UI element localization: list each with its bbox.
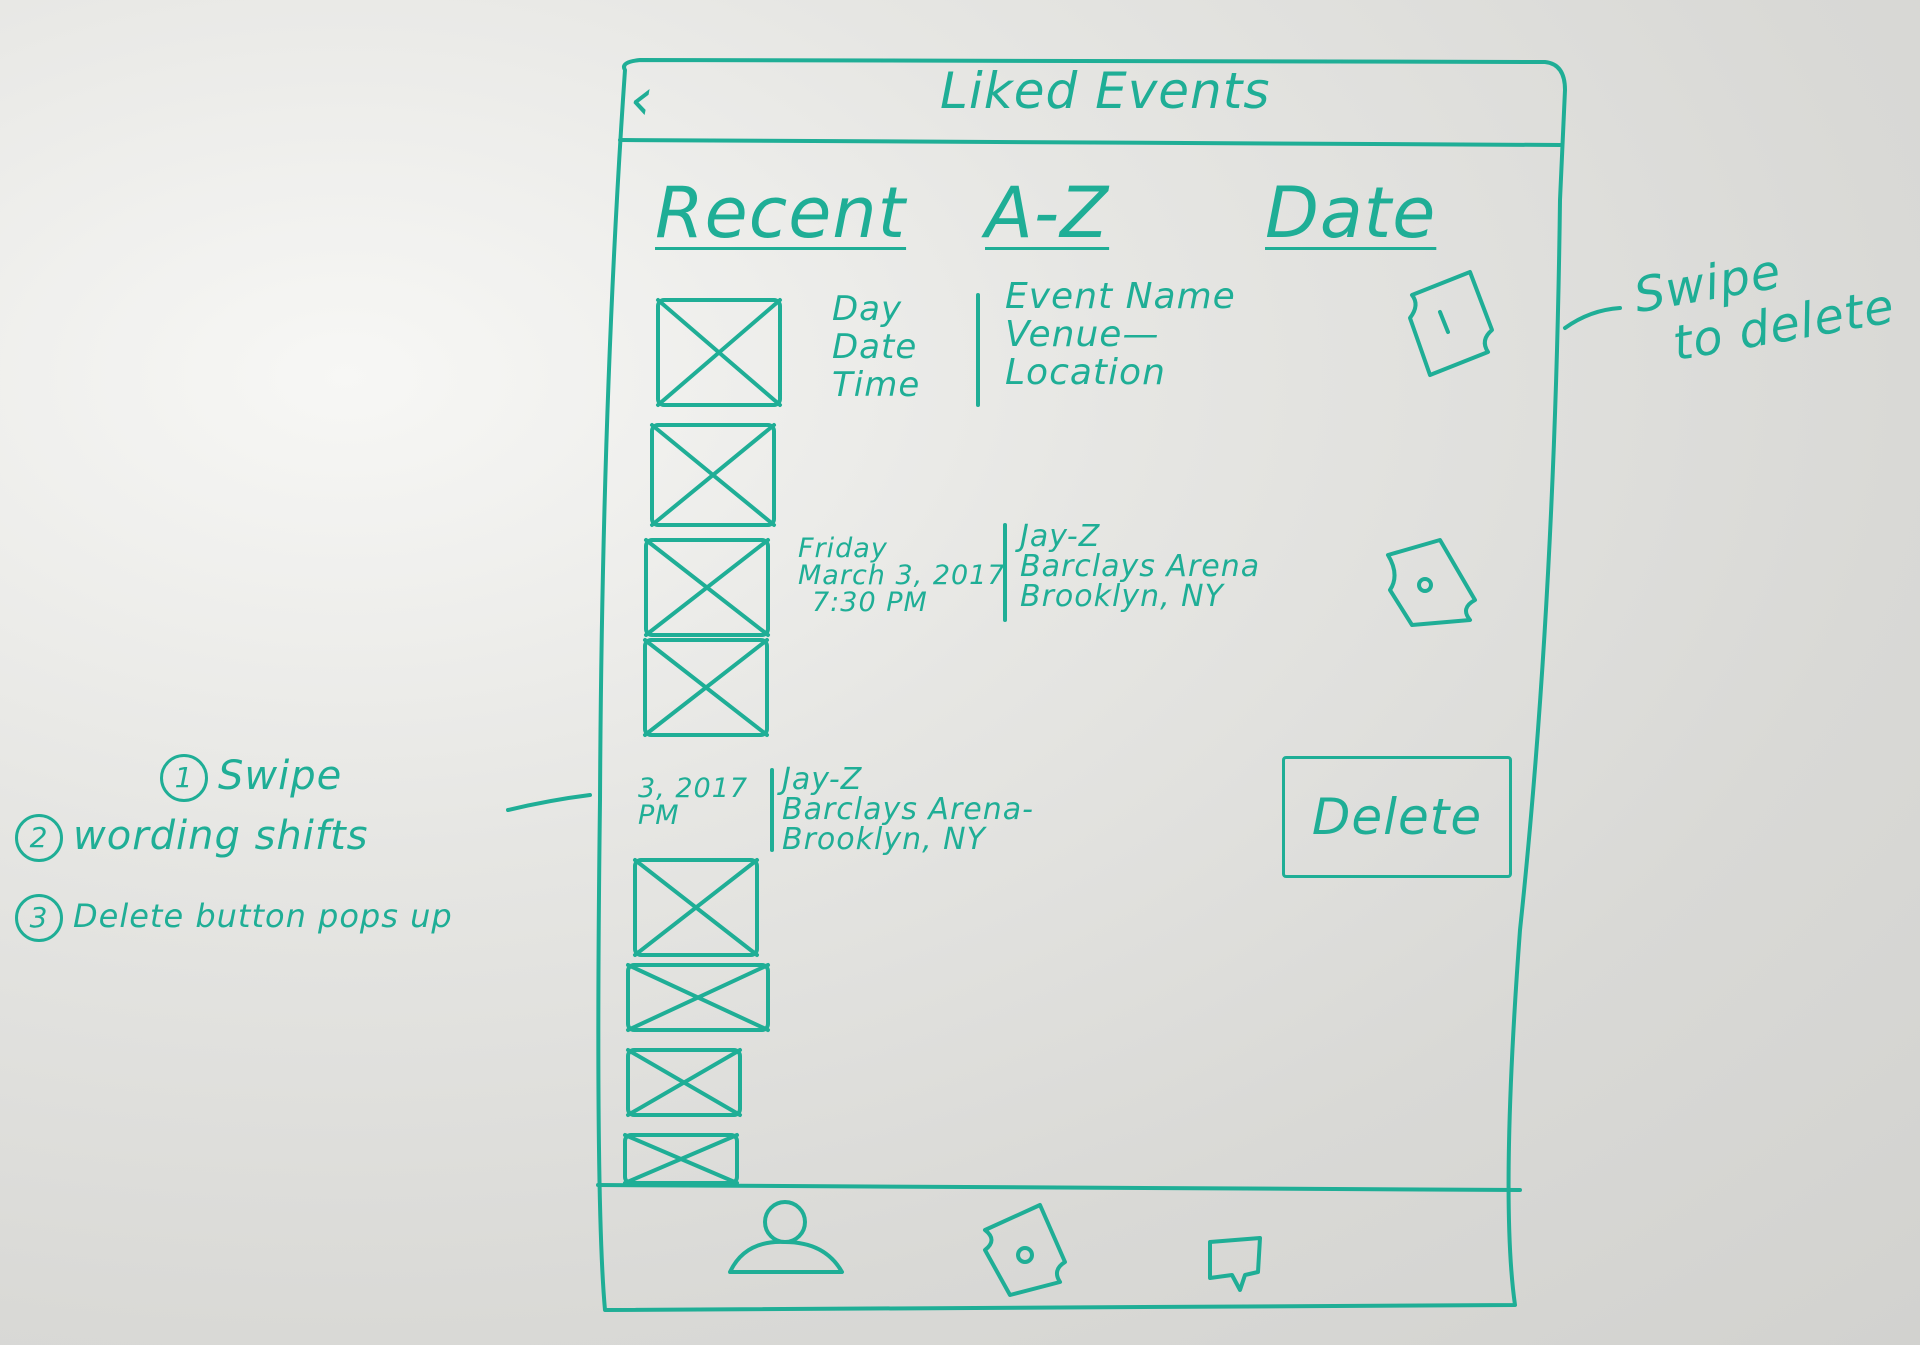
- thumbnail-4: [643, 638, 769, 737]
- ticket-icon: [983, 1203, 1067, 1297]
- event-name: Event Name: [1005, 276, 1236, 317]
- tab-a-z[interactable]: A-Z: [985, 172, 1110, 254]
- thumbnail-3: [644, 538, 770, 637]
- ticket-icon-row-2: [1386, 538, 1477, 627]
- event-location: Location: [1005, 352, 1166, 393]
- user-icon: [728, 1200, 844, 1274]
- tab-date[interactable]: Date: [1265, 172, 1437, 254]
- event-time: Time: [832, 365, 921, 405]
- thumbnail-7: [626, 1048, 742, 1117]
- event-venue: Barclays Arena: [1020, 549, 1261, 584]
- event-detail-2[interactable]: Jay-Z Barclays Arena Brooklyn, NY: [1020, 522, 1260, 612]
- thumbnail-2: [650, 423, 776, 527]
- event-location: Brooklyn, NY: [1020, 579, 1224, 614]
- event-venue: Barclays Arena-: [782, 792, 1034, 827]
- thumbnail-5: [633, 858, 759, 957]
- event-time: PM: [638, 800, 680, 831]
- thumbnail-8: [623, 1133, 739, 1185]
- event-location: Brooklyn, NY: [782, 822, 986, 857]
- nav-profile[interactable]: [720, 1195, 850, 1295]
- event-meta-3: 3, 2017 PM: [638, 775, 748, 829]
- event-venue: Venue—: [1005, 314, 1160, 355]
- event-date: Date: [832, 327, 918, 367]
- event-meta-2: Friday March 3, 2017 7:30 PM: [798, 535, 1006, 616]
- bottom-nav-divider: [596, 1183, 1522, 1192]
- tab-recent[interactable]: Recent: [655, 172, 907, 254]
- event-time: 7:30 PM: [812, 587, 928, 618]
- header-divider: [618, 138, 1562, 147]
- event-detail-3[interactable]: Jay-Z Barclays Arena- Brooklyn, NY: [782, 765, 1034, 855]
- annotation-line-swipe-to-delete: [1563, 306, 1622, 330]
- annotation-line-steps: [506, 793, 592, 812]
- event-day: Day: [832, 289, 903, 329]
- nav-tickets[interactable]: [975, 1195, 1075, 1300]
- thumbnail-6: [626, 963, 770, 1032]
- page-title: Liked Events: [940, 62, 1271, 120]
- nav-messages[interactable]: [1195, 1225, 1275, 1300]
- delete-button[interactable]: Delete: [1282, 756, 1512, 878]
- event-name: Jay-Z: [782, 762, 863, 797]
- event-day: Friday: [798, 533, 888, 564]
- event-meta-1: Day Date Time: [832, 290, 920, 404]
- chevron-left-icon[interactable]: ‹: [630, 65, 655, 133]
- thumbnail-1: [656, 298, 782, 407]
- ticket-icon-row-1: [1408, 270, 1494, 377]
- event-date: 3, 2017: [638, 773, 749, 804]
- phone-outline: [596, 58, 1567, 1312]
- event-detail-1[interactable]: Event Name Venue— Location: [1005, 278, 1236, 392]
- chat-icon: [1208, 1236, 1262, 1292]
- event-name: Jay-Z: [1020, 519, 1101, 554]
- event-date: March 3, 2017: [798, 560, 1006, 591]
